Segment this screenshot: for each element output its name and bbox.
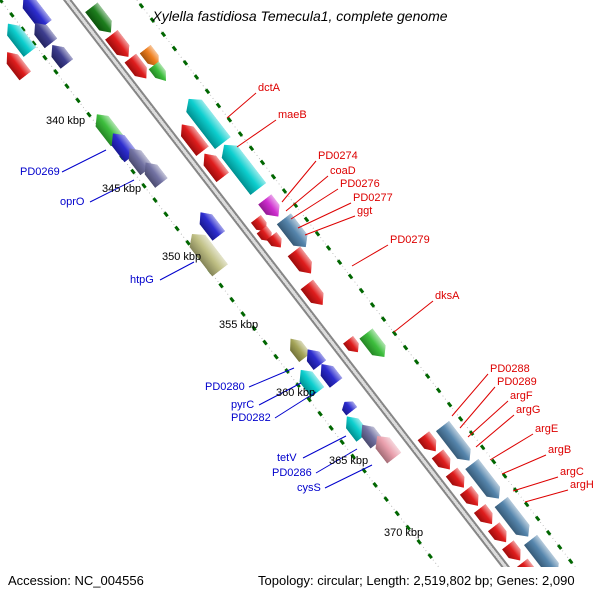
leader-line-pd0279 [351, 244, 389, 267]
leader-line-argc [512, 476, 559, 492]
leader-line-opro [89, 179, 135, 203]
gene-label-dksa[interactable]: dksA [435, 290, 460, 302]
gene-label-argc[interactable]: argC [560, 466, 584, 478]
gene-glyph-dksa[interactable] [359, 328, 391, 362]
gene-label-opro[interactable]: oprO [60, 196, 85, 208]
genome-title: Xylella fastidiosa Temecula1, complete g… [152, 8, 448, 24]
gene-label-argg[interactable]: argG [516, 404, 541, 416]
leader-line-pd0282 [274, 391, 317, 419]
gene-label-pd0288[interactable]: PD0288 [490, 363, 530, 375]
gene-glyph-pyrc[interactable] [294, 365, 325, 398]
gene-label-pd0277[interactable]: PD0277 [353, 192, 393, 204]
leader-line-pyrc [258, 382, 302, 406]
gene-glyph-23[interactable] [288, 246, 318, 278]
leader-line-coad [285, 175, 329, 212]
gene-label-tetv[interactable]: tetV [277, 452, 297, 464]
leader-line-pd0276 [290, 188, 339, 220]
gene-label-argb[interactable]: argB [548, 444, 572, 456]
leader-line-pd0269 [61, 149, 107, 173]
accession-text: Accession: NC_004556 [8, 573, 144, 588]
ruler-label-340-kbp: 340 kbp [46, 115, 86, 127]
gene-label-dcta[interactable]: dctA [258, 82, 281, 94]
leader-line-arge [489, 433, 534, 461]
gene-label-pd0276[interactable]: PD0276 [340, 178, 380, 190]
gene-label-pd0280[interactable]: PD0280 [205, 381, 245, 393]
gene-label-ggt[interactable]: ggt [357, 205, 373, 217]
gene-label-coad[interactable]: coaD [330, 165, 356, 177]
status-bar: Accession: NC_004556 Topology: circular;… [0, 567, 600, 600]
gene-label-pd0282[interactable]: PD0282 [231, 412, 271, 424]
gene-label-pd0269[interactable]: PD0269 [20, 166, 60, 178]
leader-line-maeb [236, 119, 277, 148]
leader-line-argh [524, 489, 569, 503]
gene-label-maeb[interactable]: maeB [278, 109, 307, 121]
gene-label-htpg[interactable]: htpG [130, 274, 154, 286]
leader-line-dcta [226, 92, 257, 119]
gene-glyph-33[interactable] [339, 398, 357, 416]
gene-label-argf[interactable]: argF [510, 390, 533, 402]
leader-line-argg [475, 414, 515, 448]
gene-label-arge[interactable]: argE [535, 423, 559, 435]
gene-label-argh[interactable]: argH [570, 479, 594, 491]
gene-label-pd0286[interactable]: PD0286 [272, 467, 312, 479]
genome-summary-text: Topology: circular; Length: 2,519,802 bp… [258, 573, 575, 588]
gene-label-pyrc[interactable]: pyrC [231, 399, 255, 411]
leader-line-pd0288 [451, 373, 489, 417]
leader-line-dksa [393, 300, 434, 333]
leader-line-argb [501, 454, 547, 475]
leader-line-argf [467, 400, 509, 438]
ruler-track-left [0, 0, 510, 600]
ruler-label-345-kbp: 345 kbp [102, 183, 142, 195]
gene-label-cyss[interactable]: cysS [297, 482, 321, 494]
leader-line-htpg [159, 261, 195, 281]
genome-backbone [9, 0, 554, 600]
gene-label-pd0289[interactable]: PD0289 [497, 376, 537, 388]
gene-label-pd0274[interactable]: PD0274 [318, 150, 358, 162]
gene-label-pd0279[interactable]: PD0279 [390, 234, 430, 246]
